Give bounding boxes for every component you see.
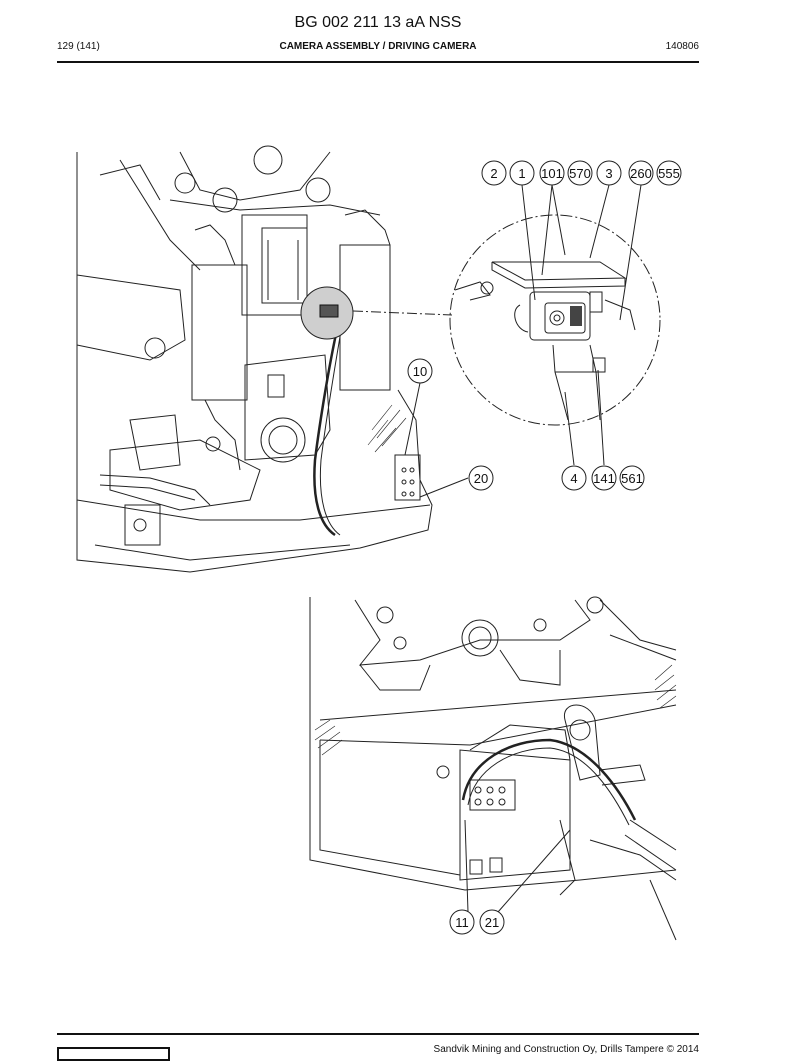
callout-1: 1 [518,166,525,181]
document-code: BG 002 211 13 aA NSS [294,14,462,31]
header-rule [57,61,699,63]
detail-leader-line [352,310,453,316]
detail-circle [449,214,661,426]
lower-mesh-hatch [314,664,677,756]
callout-3: 3 [605,166,612,181]
callout-20: 20 [474,471,488,486]
upper-machine-drawing [76,145,433,573]
detail-camera-drawing [454,261,636,421]
lower-machine-drawing [309,596,677,941]
callout-circles [407,160,682,935]
page-number: 129 (141) [57,41,100,52]
date-code: 140806 [665,41,699,52]
section-title: CAMERA ASSEMBLY / DRIVING CAMERA [279,41,477,52]
callout-570: 570 [569,166,591,181]
company-logo [57,1047,170,1061]
callout-555: 555 [658,166,680,181]
callout-101: 101 [541,166,563,181]
callout-260: 260 [630,166,652,181]
callout-141: 141 [593,471,615,486]
callout-10: 10 [413,364,427,379]
callout-11: 11 [455,915,469,930]
mesh-hatch [367,404,407,453]
camera-lens-dark [570,306,582,326]
callout-2: 2 [490,166,497,181]
callout-4: 4 [570,471,577,486]
camera-small [319,304,339,318]
callout-561: 561 [621,471,643,486]
leader-lines [404,184,642,498]
footer-rule [57,1033,699,1035]
callout-21: 21 [485,915,499,930]
footer-copyright: Sandvik Mining and Construction Oy, Dril… [433,1044,699,1055]
